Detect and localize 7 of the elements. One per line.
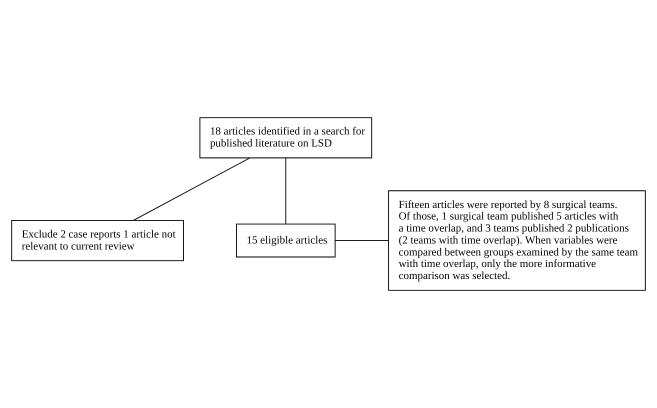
connector [335, 240, 389, 241]
node-box: Fifteen articles were reported by 8 surgical teams. Of those, 1 surgical team published 5 articles with a time overlap, and 3 teams published 2 publications (2 teams with time overlap). When variables were compared between groups examined by the same team with time overlap, only the more informative comparison was selected. [388, 190, 646, 291]
node-box: 15 eligible articles [236, 224, 336, 258]
node-box: 18 articles identified in a search for published literature on LSD [199, 117, 372, 158]
connector [133, 157, 250, 221]
connector [285, 157, 286, 224]
node-box: Exclude 2 case reports 1 article not relevant to current review [11, 220, 184, 262]
